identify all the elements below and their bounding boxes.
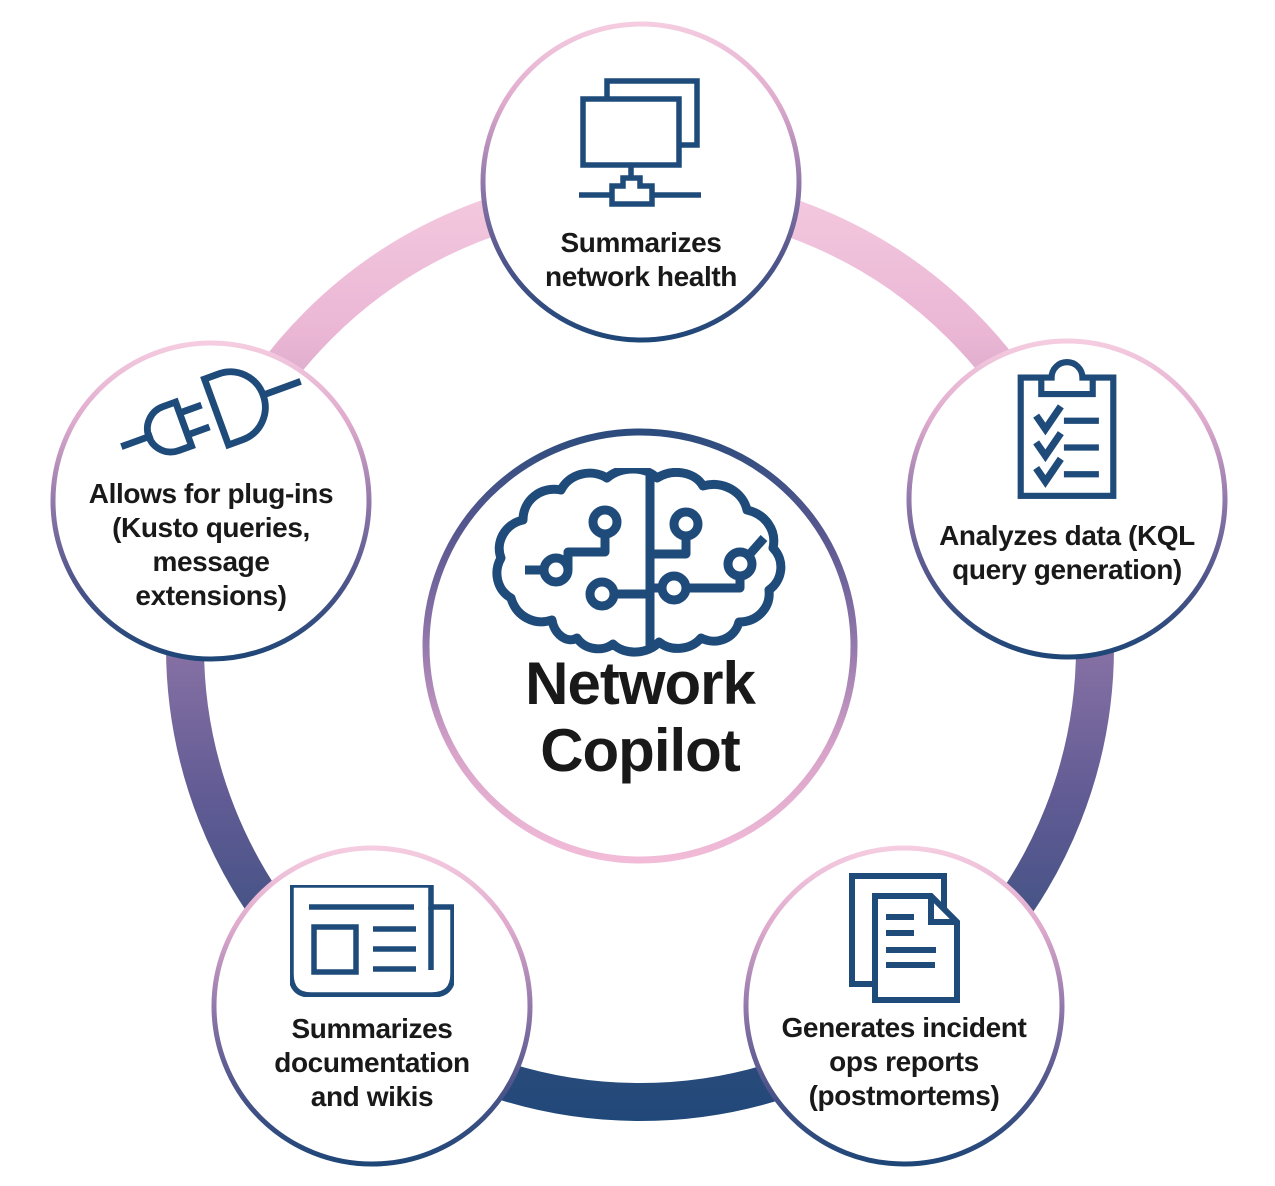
- label-line: and wikis: [310, 1081, 434, 1112]
- node-circle-border: [50, 340, 372, 662]
- label-line: (postmortems): [808, 1080, 1000, 1111]
- center-circle-border: [422, 428, 858, 864]
- node-circle-border: [906, 338, 1228, 660]
- label-line: Summarizes: [560, 227, 722, 258]
- node-analyzes-data: Analyzes data (KQL query generation): [905, 337, 1229, 661]
- title-line: Network: [525, 650, 756, 717]
- label-line: query generation): [952, 554, 1182, 585]
- label-line: documentation: [274, 1047, 470, 1078]
- node-circle-border: [743, 845, 1065, 1167]
- label-line: network health: [545, 261, 737, 292]
- label-line: Generates incident: [781, 1012, 1027, 1043]
- node-label: Allows for plug-ins (Kusto queries, mess…: [29, 477, 393, 613]
- node-center-network-copilot: Network Copilot: [422, 428, 858, 864]
- title-line: Copilot: [540, 717, 741, 784]
- node-generates-incident-reports: Generates incident ops reports (postmort…: [742, 844, 1066, 1168]
- plug-icon: [120, 368, 302, 456]
- label-line: Summarizes: [291, 1013, 453, 1044]
- node-summarizes-documentation: Summarizes documentation and wikis: [210, 844, 534, 1168]
- label-line: (Kusto queries,: [112, 512, 310, 543]
- label-line: extensions): [135, 580, 287, 611]
- label-line: message: [152, 546, 270, 577]
- brain-circuit-icon: [492, 468, 786, 657]
- label-line: Allows for plug-ins: [88, 478, 334, 509]
- node-label: Analyzes data (KQL query generation): [885, 519, 1249, 587]
- node-label: Summarizes documentation and wikis: [190, 1012, 554, 1114]
- node-label: Generates incident ops reports (postmort…: [722, 1011, 1086, 1113]
- incident-report-documents-icon: [849, 873, 960, 1003]
- newspaper-icon: [290, 885, 454, 997]
- node-label: Summarizes network health: [459, 226, 823, 294]
- center-title: Network Copilot: [392, 650, 888, 784]
- clipboard-checklist-icon: [1017, 359, 1117, 499]
- label-line: Analyzes data (KQL: [939, 520, 1195, 551]
- network-monitors-icon: [579, 78, 701, 207]
- label-line: ops reports: [829, 1046, 979, 1077]
- node-allows-plugins: Allows for plug-ins (Kusto queries, mess…: [49, 339, 373, 663]
- node-summarizes-network-health: Summarizes network health: [479, 20, 803, 344]
